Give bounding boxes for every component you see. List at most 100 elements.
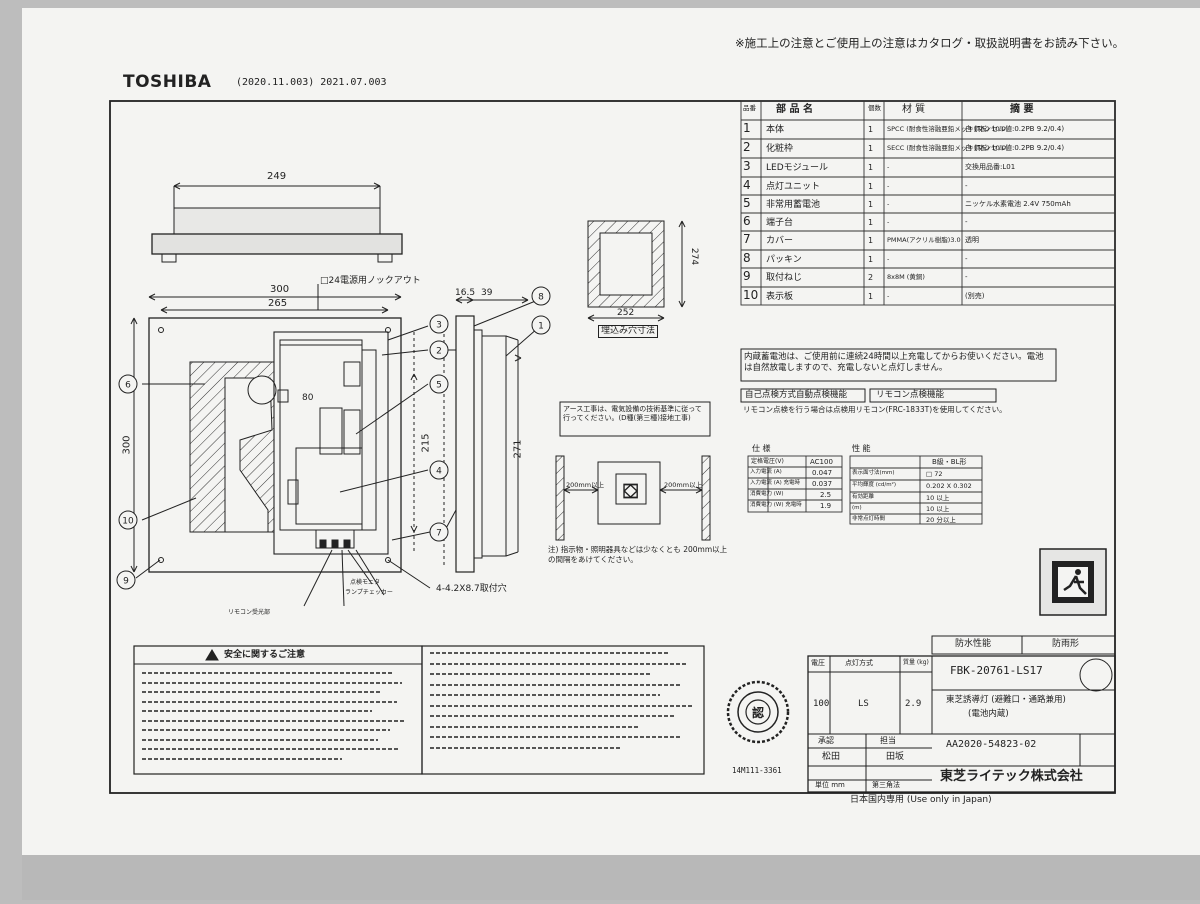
safety-line (430, 736, 680, 738)
parts-cell-material: - (887, 218, 890, 226)
self-check-box (740, 388, 866, 403)
perf-header: B級・BL形 (932, 458, 967, 466)
callout-circle (429, 314, 449, 334)
parts-cell-no: 8 (743, 251, 751, 265)
dim-16-5: 16.5 (455, 288, 476, 298)
perf-cell: 表示面寸法(mm) (852, 470, 895, 476)
waterproof-label: 防水性能 (955, 639, 992, 649)
callout-circle (429, 340, 449, 360)
earth-warning-text: アース工事は、電気設備の技術基準に従って行ってください。(D種(第三種)接地工事… (563, 405, 702, 422)
install-view: ⛋ (555, 455, 711, 541)
spec-r2b: 0.037 (812, 480, 833, 488)
parts-cell-name: パッキン (766, 255, 802, 265)
designed-label: 担当 (880, 736, 896, 745)
dim-39: 39 (481, 288, 493, 298)
col-voltage: 電圧 (811, 659, 825, 667)
lamp-checker-label: ランプチェッカー (345, 589, 393, 596)
parts-cell-material: - (887, 163, 890, 171)
parts-cell-no: 10 (743, 288, 759, 302)
product-name: 東芝誘導灯 (避難口・通路兼用) (946, 695, 1066, 705)
callout-label: 5 (436, 381, 442, 391)
spec-h2: AC100 (810, 458, 833, 466)
spec-r2a: 入力電流 (A) 充電時 (750, 480, 801, 486)
dim-252: 252 (617, 308, 635, 318)
parts-cell-qty: 1 (868, 163, 874, 172)
parts-cell-spec: (別売) (965, 292, 985, 300)
parts-cell-material: SPCC (耐食性溶融亜鉛メッキ鋼板) 10.0 (887, 125, 1006, 133)
mass-value: 2.9 (905, 699, 922, 709)
parts-cell-material: 8x8M (黄銅) (887, 273, 925, 281)
parts-cell-spec: - (965, 218, 968, 226)
safety-line (142, 748, 400, 750)
safety-line (142, 700, 397, 703)
title-block-grid (807, 635, 1116, 793)
safety-line (430, 725, 640, 728)
cutout-view (587, 220, 686, 322)
company-name: 東芝ライテック株式会社 (940, 769, 1083, 784)
domestic-use: 日本国内専用 (Use only in Japan) (850, 795, 992, 805)
spec-table-grid (747, 455, 843, 513)
led-monitor-label: 点検モニタ (350, 579, 381, 586)
svg-text:⛋: ⛋ (623, 479, 638, 503)
safety-line (430, 673, 650, 675)
projection-label: 第三角法 (872, 781, 900, 789)
parts-cell-spec: 白 (マンセル値:0.2PB 9.2/0.4) (965, 125, 1065, 133)
spec-r1a: 入力電流 (A) (750, 469, 782, 475)
drawing-number: AA2020-54823-02 (946, 739, 1037, 750)
spec-r3b: 2.5 (820, 491, 832, 499)
safety-title: 安全に関するご注意 (224, 650, 306, 660)
dim-300-height: 300 (121, 435, 133, 455)
install-note: 注) 指示物・照明器具などは少なくとも 200mm以上の間隔をあけてください。 (548, 545, 728, 564)
brand-logo: TOSHIBA (123, 72, 212, 92)
front-view (130, 284, 445, 607)
top-view (151, 182, 403, 263)
distance-left: 200mm以上 (566, 481, 605, 489)
parts-cell-name: 非常用蓄電池 (766, 200, 821, 210)
parts-cell-material: SECC (耐食性溶融亜鉛メッキ鋼板) 10.0 (887, 144, 1006, 152)
dim-249: 249 (267, 171, 287, 182)
parts-cell-qty: 1 (868, 144, 874, 153)
perf-cell: (m) (852, 505, 862, 511)
parts-table (740, 100, 1116, 306)
parts-cell-material: - (887, 182, 890, 190)
safety-line (430, 662, 686, 665)
spec-r3a: 消費電力 (W) (750, 491, 784, 497)
approved-name: 松田 (822, 752, 841, 762)
dim-215: 215 (420, 433, 432, 453)
remote-box (869, 388, 997, 403)
cert-number: 14M111-3361 (732, 766, 782, 775)
callout-label: 10 (122, 517, 134, 527)
parts-cell-spec: - (965, 273, 968, 281)
distance-right: 200mm以上 (664, 481, 703, 489)
waterproof-value: 防雨形 (1052, 639, 1080, 649)
revision-date: (2020.11.003) 2021.07.003 (236, 77, 387, 88)
callout-circle (531, 286, 551, 306)
perf-title: 性 能 (852, 444, 871, 453)
parts-cell-no: 3 (743, 159, 751, 173)
spec-r1b: 0.047 (812, 469, 833, 477)
parts-cell-no: 6 (743, 214, 751, 228)
perf-cell: 20 分以上 (926, 516, 956, 524)
self-check-label: 自己点検方式自動点検機能 (745, 390, 848, 400)
col-method: 点灯方式 (845, 659, 873, 667)
parts-cell-name: 本体 (766, 125, 785, 135)
parts-header: 品番 (743, 104, 756, 112)
parts-cell-spec: 白 (マンセル値:0.2PB 9.2/0.4) (965, 144, 1065, 152)
perf-cell: 有効距離 (852, 494, 875, 500)
cutout-label: 埋込み穴寸法 (598, 325, 659, 338)
parts-cell-no: 2 (743, 140, 751, 154)
mount-holes-label: 4-4.2X8.7取付穴 (436, 584, 507, 594)
callout-circle (429, 374, 449, 394)
parts-cell-spec: 交換用品番:L01 (965, 163, 1016, 171)
parts-cell-material: - (887, 200, 890, 208)
parts-cell-name: 表示板 (766, 292, 794, 302)
parts-cell-qty: 1 (868, 236, 874, 245)
callout-label: 9 (123, 577, 129, 587)
parts-cell-spec: 透明 (965, 236, 979, 244)
callout-label: 4 (436, 467, 442, 477)
callout-label: 6 (125, 381, 131, 391)
remote-text: リモコン点検を行う場合は点検用リモコン(FRC-1833T)を使用してください。 (743, 405, 1007, 414)
